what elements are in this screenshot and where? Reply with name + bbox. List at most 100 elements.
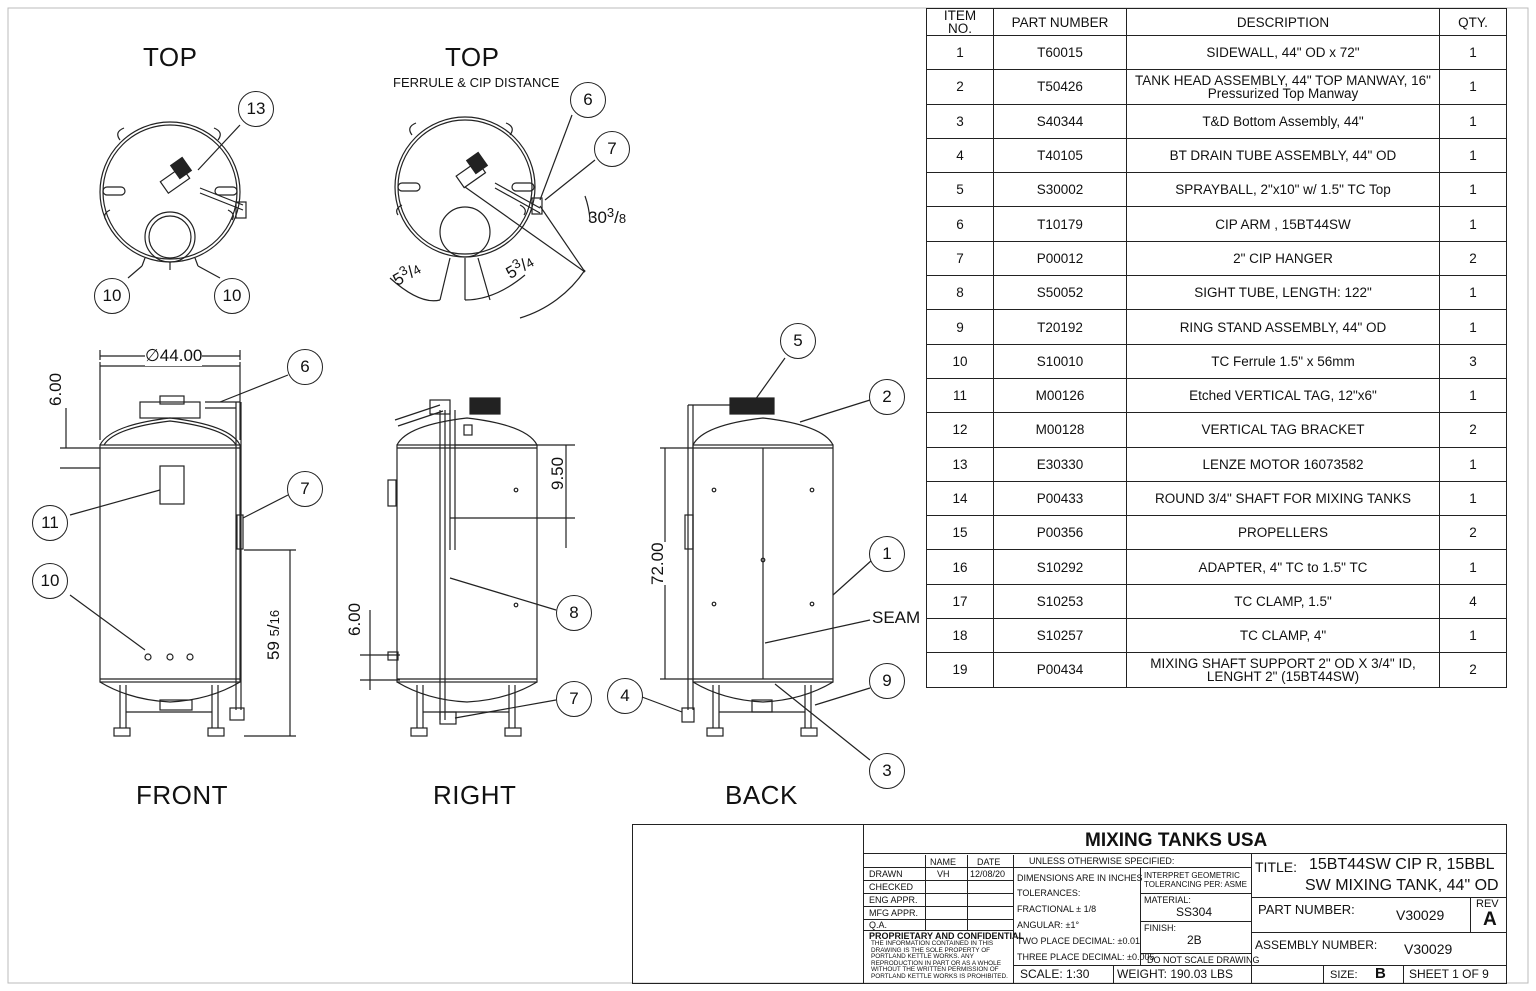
callout-balloon: 10 <box>214 278 250 314</box>
back-view-drawing <box>641 357 873 761</box>
view-subtitle-ferrule: FERRULE & CIP DISTANCE <box>393 75 560 90</box>
bom-cell-description: BT DRAIN TUBE ASSEMBLY, 44" OD <box>1126 137 1440 174</box>
callout-balloon: 6 <box>287 349 323 385</box>
bom-cell-description: VERTICAL TAG BRACKET <box>1126 412 1440 448</box>
bom-cell-item: 7 <box>926 240 994 277</box>
bom-cell-item: 4 <box>926 137 994 174</box>
dimension-right-950: 9.50 <box>548 456 567 490</box>
view-title-top-1: TOP <box>143 42 198 72</box>
bom-cell-item: 11 <box>926 377 994 414</box>
bom-cell-part-number: S50052 <box>993 275 1127 311</box>
bom-cell-qty: 1 <box>1439 34 1507 71</box>
bom-header-row: ITEM NO. PART NUMBER DESCRIPTION QTY. <box>926 8 1507 36</box>
right-view-drawing <box>360 397 575 737</box>
role-checked: CHECKED <box>869 882 914 892</box>
bom-cell-item: 9 <box>926 309 994 345</box>
bom-header-part: PART NUMBER <box>993 8 1127 36</box>
dimension-angle: 303/8 <box>588 205 627 227</box>
bom-cell-qty: 2 <box>1439 515 1507 551</box>
drawn-date: 12/08/20 <box>970 869 1006 879</box>
bom-cell-part-number: P00012 <box>993 240 1127 277</box>
bom-cell-part-number: M00126 <box>993 377 1127 414</box>
bom-cell-description: TC CLAMP, 4" <box>1126 618 1440 654</box>
callout-balloon: 13 <box>238 91 274 127</box>
bom-cell-item: 16 <box>926 549 994 585</box>
bom-cell-item: 2 <box>926 69 994 105</box>
callout-balloon: 10 <box>94 278 130 314</box>
bom-cell-part-number: T60015 <box>993 34 1127 71</box>
role-mfg-appr: MFG APPR. <box>869 908 919 918</box>
bom-cell-item: 3 <box>926 103 994 139</box>
bom-cell-part-number: T10179 <box>993 206 1127 242</box>
bom-cell-part-number: S10253 <box>993 583 1127 620</box>
bom-cell-qty: 1 <box>1439 618 1507 654</box>
title-line-1: 15BT44SW CIP R, 15BBL <box>1309 856 1495 873</box>
bom-cell-part-number: S10010 <box>993 343 1127 379</box>
seam-label: SEAM <box>872 608 921 627</box>
top-view-1-drawing <box>99 121 247 279</box>
bom-cell-description: CIP ARM , 15BT44SW <box>1126 206 1440 242</box>
bom-cell-item: 13 <box>926 446 994 482</box>
callout-balloon: 9 <box>869 663 905 699</box>
name-header: NAME <box>930 857 957 867</box>
sheet-number: SHEET 1 OF 9 <box>1409 967 1489 981</box>
callout-balloon: 8 <box>556 595 592 631</box>
bom-cell-description: 2" CIP HANGER <box>1126 240 1440 277</box>
dimension-back-7200: 72.00 <box>648 542 668 585</box>
bom-cell-item: 1 <box>926 34 994 71</box>
title-label: TITLE: <box>1255 859 1298 875</box>
callout-balloon: 1 <box>869 536 905 572</box>
bom-cell-description: TANK HEAD ASSEMBLY, 44" TOP MANWAY, 16" … <box>1126 69 1440 105</box>
size-label: SIZE: <box>1330 969 1358 981</box>
bom-cell-item: 5 <box>926 172 994 208</box>
bom-cell-qty: 1 <box>1439 103 1507 139</box>
proprietary-text: THE INFORMATION CONTAINED IN THIS DRAWIN… <box>871 940 1008 980</box>
callout-balloon: 10 <box>32 563 68 599</box>
title-block: MIXING TANKS USA NAME DATE DRAWN CHECKED… <box>632 824 1507 984</box>
callout-balloon: 2 <box>869 379 905 415</box>
assembly-number-value: V30029 <box>1404 941 1453 957</box>
three-place-tolerance: THREE PLACE DECIMAL: ±0.005 <box>1017 952 1155 962</box>
bom-cell-description: ROUND 3/4" SHAFT FOR MIXING TANKS <box>1126 480 1440 517</box>
bom-cell-description: Etched VERTICAL TAG, 12"x6" <box>1126 377 1440 414</box>
bom-cell-description: LENZE MOTOR 16073582 <box>1126 446 1440 482</box>
bom-cell-qty: 1 <box>1439 137 1507 174</box>
bom-cell-part-number: S40344 <box>993 103 1127 139</box>
drawn-name: VH <box>937 869 950 879</box>
bom-cell-qty: 2 <box>1439 652 1507 688</box>
callout-balloon: 6 <box>570 82 606 118</box>
bom-cell-item: 15 <box>926 515 994 551</box>
bom-cell-qty: 1 <box>1439 377 1507 414</box>
bom-cell-part-number: T50426 <box>993 69 1127 105</box>
bom-cell-qty: 1 <box>1439 309 1507 345</box>
bom-cell-description: ADAPTER, 4" TC to 1.5" TC <box>1126 549 1440 585</box>
finish-value: 2B <box>1187 933 1202 947</box>
material-value: SS304 <box>1176 905 1213 919</box>
size-value: B <box>1375 965 1386 982</box>
bom-cell-part-number: T20192 <box>993 309 1127 345</box>
role-drawn: DRAWN <box>869 869 903 879</box>
two-place-tolerance: TWO PLACE DECIMAL: ±0.01 <box>1017 936 1140 946</box>
part-number-label: PART NUMBER: <box>1258 902 1355 917</box>
dims-in-inches: DIMENSIONS ARE IN INCHES <box>1017 873 1143 883</box>
bom-cell-item: 18 <box>926 618 994 654</box>
callout-balloon: 3 <box>869 753 905 789</box>
bom-cell-part-number: S30002 <box>993 172 1127 208</box>
bom-cell-item: 17 <box>926 583 994 620</box>
dimension-right-600: 6.00 <box>345 602 364 636</box>
callout-balloon: 7 <box>556 681 592 717</box>
bom-cell-description: TC CLAMP, 1.5" <box>1126 583 1440 620</box>
bom-cell-qty: 3 <box>1439 343 1507 379</box>
